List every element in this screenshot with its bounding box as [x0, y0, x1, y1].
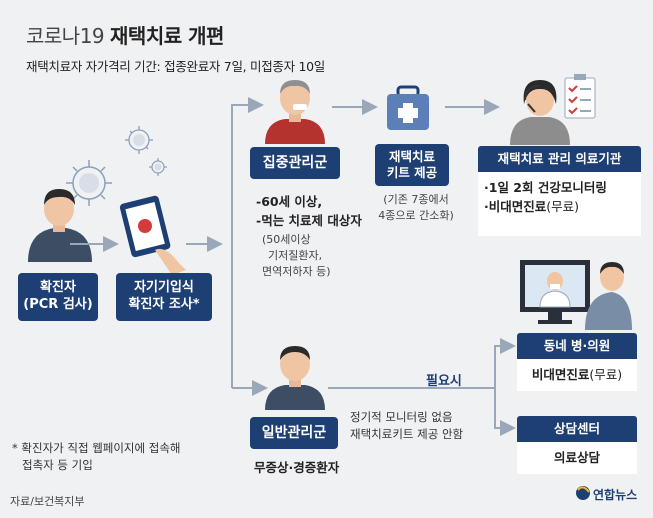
- footnote-line: 접촉자 등 기입: [22, 458, 93, 473]
- institution-body: ·1일 2회 건강모니터링 ·비대면진료(무료): [478, 172, 641, 236]
- kit-note-line: (기존 7종에서: [383, 193, 449, 206]
- clinic-body: 비대면진료(무료): [517, 359, 637, 391]
- footnote-line: * 확진자가 직접 웹페이지에 접속해: [12, 441, 181, 455]
- virus-icon: [125, 126, 153, 154]
- elderly-patient-illustration: [265, 80, 325, 144]
- institution-item-suffix: (무료): [546, 199, 580, 215]
- self-survey-box: 자기기입식 확진자 조사*: [116, 273, 212, 321]
- self-survey-line2: 확진자 조사*: [128, 297, 200, 312]
- virus-icon: [149, 158, 167, 176]
- intensive-sub-line: 면역저하자 등): [262, 264, 331, 278]
- intensive-criteria: -60세 이상, -먹는 치료제 대상자: [256, 192, 362, 231]
- medical-staff-illustration: [510, 80, 570, 145]
- source-label: 자료/보건복지부: [10, 495, 85, 508]
- kit-note: (기존 7종에서 4종으로 간소화): [376, 192, 456, 224]
- intensive-sub-line: 기저질환자,: [268, 248, 323, 262]
- telemedicine-illustration: [520, 260, 632, 330]
- general-patient-illustration: [265, 346, 325, 410]
- logo-text: 연합뉴스: [593, 488, 638, 502]
- institution-item: ·비대면진료: [484, 199, 547, 215]
- intensive-criteria-item: -먹는 치료제 대상자: [256, 213, 362, 229]
- intensive-sub-line: (50세이상: [262, 233, 311, 246]
- title-light: 코로나19: [26, 24, 111, 48]
- clinic-header: 동네 병·의원: [517, 333, 637, 359]
- clinic-item: 비대면진료: [531, 367, 590, 383]
- kit-line1: 재택치료: [388, 148, 435, 164]
- footnote: * 확진자가 직접 웹페이지에 접속해 접촉자 등 기입: [12, 440, 181, 475]
- intensive-sub-note: (50세이상 기저질환자, 면역저하자 등): [262, 232, 331, 280]
- counsel-header: 상담센터: [517, 416, 637, 442]
- confirmed-line2: (PCR 검사): [23, 297, 93, 312]
- general-note: 정기적 모니터링 없음 재택치료키트 제공 안함: [350, 409, 463, 442]
- counsel-item: 의료상담: [553, 450, 600, 466]
- kit-box: 재택치료 키트 제공: [375, 144, 449, 186]
- general-sub: 무증상·경증환자: [254, 460, 340, 475]
- institution-header: 재택치료 관리 의료기관: [478, 146, 641, 172]
- yonhap-logo-icon: [576, 486, 590, 500]
- page-subtitle: 재택치료자 자가격리 기간: 접종완료자 7일, 미접종자 10일: [26, 59, 325, 74]
- title-bold: 재택치료 개편: [110, 24, 224, 48]
- medical-kit-illustration: [387, 85, 429, 130]
- general-note-line: 정기적 모니터링 없음: [350, 410, 453, 424]
- kit-line2: 키트 제공: [386, 165, 438, 180]
- if-needed-label: 필요시: [426, 374, 462, 389]
- confirmed-box: 확진자 (PCR 검사): [18, 273, 98, 321]
- virus-icon: [66, 160, 112, 206]
- general-group-box: 일반관리군: [250, 417, 338, 449]
- confirmed-line1: 확진자: [40, 280, 76, 296]
- checklist-icon: [564, 74, 596, 119]
- phone-illustration: [119, 195, 186, 275]
- patient-illustration: [28, 189, 92, 262]
- page-title: 코로나19 재택치료 개편: [26, 20, 224, 49]
- general-note-line: 재택치료키트 제공 안함: [350, 426, 464, 441]
- intensive-criteria-item: -60세 이상,: [256, 194, 323, 209]
- self-survey-line1: 자기기입식: [134, 280, 194, 296]
- counsel-body: 의료상담: [517, 442, 637, 474]
- institution-item: ·1일 2회 건강모니터링: [484, 180, 607, 195]
- clinic-item-suffix: (무료): [589, 367, 623, 383]
- intensive-group-box: 집중관리군: [250, 147, 340, 179]
- kit-note-line: 4종으로 간소화): [378, 208, 454, 222]
